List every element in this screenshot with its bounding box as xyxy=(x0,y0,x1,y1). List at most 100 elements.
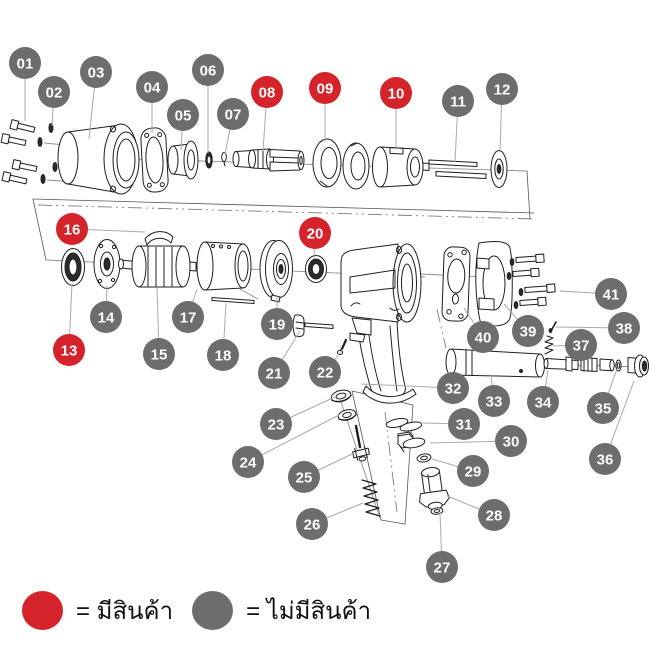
callout-31: 31 xyxy=(448,408,480,440)
callout-03: 03 xyxy=(80,56,112,88)
callout-number-07: 07 xyxy=(225,106,242,123)
callout-circle-10 xyxy=(380,77,412,109)
part-throttle-valve-stem xyxy=(352,424,370,462)
callout-04: 04 xyxy=(136,71,168,103)
callout-circle-08 xyxy=(251,76,283,108)
callout-circle-34 xyxy=(527,386,559,418)
stock-legend: = มีสินค้า = ไม่มีสินค้า xyxy=(22,591,371,630)
callout-number-04: 04 xyxy=(144,79,161,96)
callout-circle-17 xyxy=(172,301,204,333)
callout-circle-12 xyxy=(486,73,518,105)
callout-number-16: 16 xyxy=(64,221,81,238)
callout-circle-01 xyxy=(9,47,41,79)
callout-circle-33 xyxy=(478,385,510,417)
callout-33: 33 xyxy=(478,385,510,417)
callout-07: 07 xyxy=(217,98,249,130)
callout-circle-40 xyxy=(467,321,499,353)
callout-circle-23 xyxy=(260,408,292,440)
callout-circle-39 xyxy=(512,315,544,347)
callout-number-06: 06 xyxy=(200,62,217,79)
callout-40: 40 xyxy=(467,321,499,353)
callout-circle-22 xyxy=(309,356,341,388)
callout-14: 14 xyxy=(90,301,122,333)
callout-number-02: 02 xyxy=(46,84,63,101)
out-of-stock-dot xyxy=(192,591,234,630)
part-rotor xyxy=(118,245,197,288)
part-air-inlet-nipple xyxy=(627,354,649,378)
callout-circle-09 xyxy=(309,72,341,104)
part-valve-washer xyxy=(416,453,432,463)
callout-number-19: 19 xyxy=(269,316,286,333)
part-rotor-vane xyxy=(144,231,174,246)
callout-number-21: 21 xyxy=(266,365,283,382)
callout-23: 23 xyxy=(260,408,292,440)
callout-number-15: 15 xyxy=(151,346,168,363)
callout-30: 30 xyxy=(495,425,527,457)
callout-number-34: 34 xyxy=(535,394,552,411)
part-trigger-screw xyxy=(336,338,348,356)
callout-number-01: 01 xyxy=(17,55,34,72)
callout-41: 41 xyxy=(595,278,627,310)
callout-11: 11 xyxy=(442,85,474,117)
callout-15: 15 xyxy=(143,338,175,370)
callout-number-20: 20 xyxy=(307,225,324,242)
callout-21: 21 xyxy=(258,357,290,389)
part-case-bolts xyxy=(506,253,556,309)
part-motor-housing xyxy=(57,123,140,195)
part-main-housing xyxy=(340,243,422,404)
part-hammer-rings xyxy=(312,138,370,190)
part-bottom-washer xyxy=(430,507,444,515)
callout-19: 19 xyxy=(261,308,293,340)
callout-circle-35 xyxy=(587,392,619,424)
callout-number-23: 23 xyxy=(268,416,285,433)
callout-circle-25 xyxy=(288,461,320,493)
callout-16: 16 xyxy=(56,213,88,245)
callout-02: 02 xyxy=(38,76,70,108)
callout-circle-29 xyxy=(457,455,489,487)
callout-08: 08 xyxy=(251,76,283,108)
part-inlet-bushing xyxy=(445,348,545,378)
part-detent-spring xyxy=(544,335,554,355)
callout-number-33: 33 xyxy=(486,393,503,410)
part-rear-gasket xyxy=(140,127,169,193)
callout-circle-20 xyxy=(299,217,331,249)
callout-number-41: 41 xyxy=(603,286,620,303)
callout-circle-41 xyxy=(595,278,627,310)
in-stock-label: = มีสินค้า xyxy=(76,598,174,625)
callout-18: 18 xyxy=(207,339,239,371)
callout-circle-36 xyxy=(589,443,621,475)
callout-17: 17 xyxy=(172,301,204,333)
callout-number-09: 09 xyxy=(317,80,334,97)
callout-number-10: 10 xyxy=(388,85,405,102)
callout-number-26: 26 xyxy=(304,516,321,533)
part-trigger-pin xyxy=(292,314,334,337)
part-hammer-cage xyxy=(372,146,430,188)
callout-27: 27 xyxy=(426,551,458,583)
callout-26: 26 xyxy=(296,508,328,540)
callout-34: 34 xyxy=(527,386,559,418)
callout-number-37: 37 xyxy=(573,337,590,354)
callout-circle-11 xyxy=(442,85,474,117)
callout-29: 29 xyxy=(457,455,489,487)
callout-number-38: 38 xyxy=(616,320,633,337)
callout-24: 24 xyxy=(232,446,264,478)
part-valve-stem xyxy=(543,356,615,372)
callout-circle-05 xyxy=(167,99,199,131)
callout-06: 06 xyxy=(192,54,224,86)
construction-lines xyxy=(32,158,647,525)
callout-36: 36 xyxy=(589,443,621,475)
callout-number-32: 32 xyxy=(445,380,462,397)
part-valve-bushing xyxy=(419,467,450,510)
part-small-pin xyxy=(221,152,227,167)
part-hammer-case xyxy=(475,240,513,327)
callout-number-40: 40 xyxy=(475,329,492,346)
callout-number-11: 11 xyxy=(450,93,466,110)
part-trigger-washers xyxy=(330,389,357,421)
part-thrust-washer xyxy=(490,150,508,188)
part-rear-bushing xyxy=(167,140,199,180)
callout-05: 05 xyxy=(167,99,199,131)
callout-10: 10 xyxy=(380,77,412,109)
callout-number-08: 08 xyxy=(259,84,276,101)
callout-09: 09 xyxy=(309,72,341,104)
